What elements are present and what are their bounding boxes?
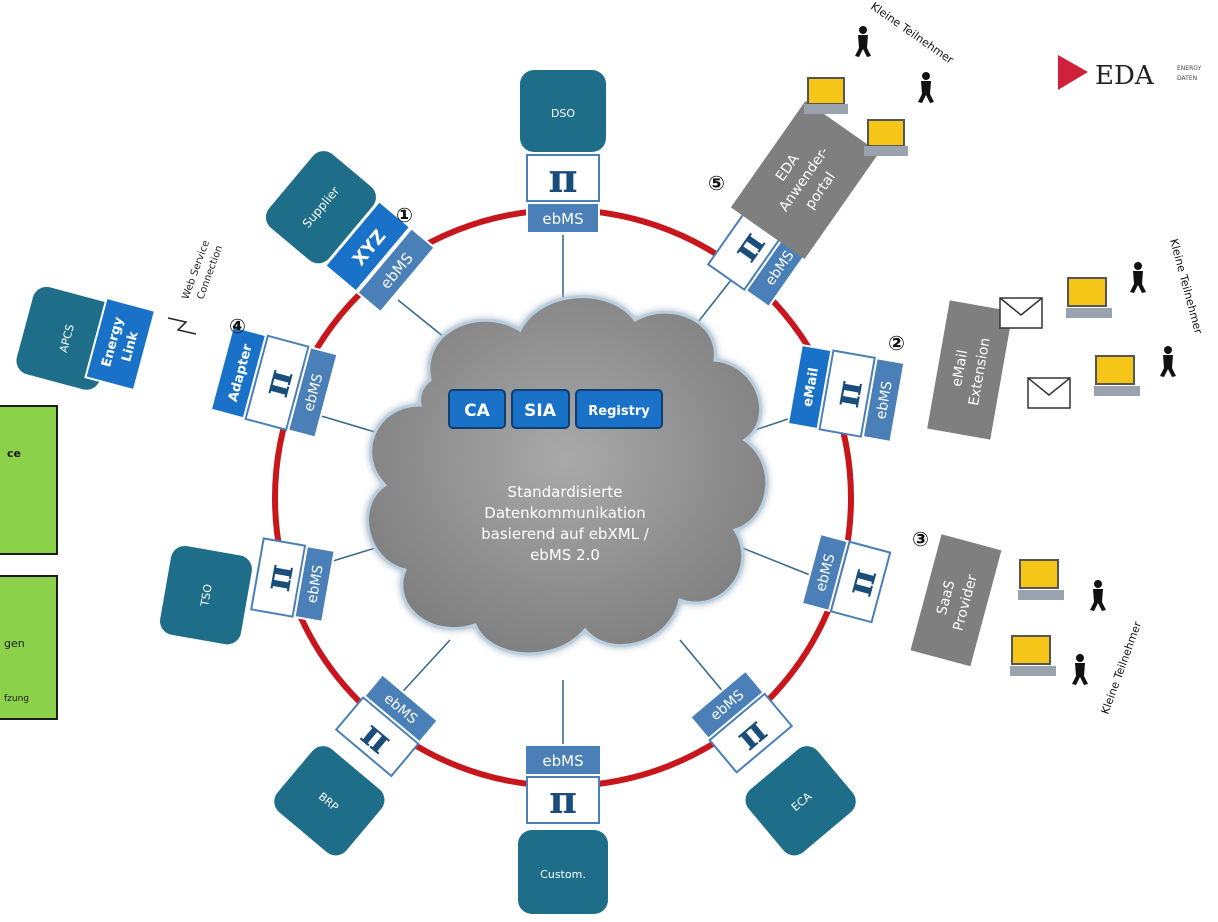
email-extension-box[interactable]: eMail Extension	[927, 300, 1013, 440]
tso-connector: π ebMS	[250, 537, 336, 624]
computer-icon	[1066, 277, 1112, 318]
adapter-box	[209, 325, 268, 420]
cloud-text-line-4: ebMS 2.0	[530, 546, 600, 564]
service-registry-label: Registry	[588, 404, 650, 419]
pi-box	[829, 540, 892, 624]
ebms-label: ebMS	[873, 380, 895, 421]
service-registry[interactable]	[575, 389, 663, 429]
pi-box	[244, 334, 310, 431]
participants-email-label: Kleine Teilnehmer	[1167, 237, 1205, 335]
pi-box	[250, 537, 307, 618]
cloud-services: CA SIA Registry	[448, 389, 663, 429]
envelope-icon	[1027, 377, 1071, 409]
pi-box	[526, 776, 600, 824]
person-icon	[1160, 346, 1176, 377]
tso-label: TSO	[198, 583, 215, 609]
ebms-box	[293, 544, 336, 624]
computer-icon	[864, 119, 908, 156]
node-eca[interactable]: ECA	[740, 740, 862, 861]
participants-saas-label: Kleine Teilnehmer	[1099, 619, 1145, 716]
marker-3: ③	[912, 527, 929, 551]
ebms-box	[286, 345, 339, 439]
email-ext-line-1: eMail	[949, 349, 971, 388]
participants-portal-label: Kleine Teilnehmer	[868, 0, 956, 67]
dso-label: DSO	[551, 107, 575, 120]
ebms-label: ebMS	[542, 752, 583, 770]
marker-5: ⑤	[708, 171, 725, 195]
logo-tagline-2: DATEN	[1177, 75, 1197, 82]
service-sia-label: SIA	[524, 401, 557, 421]
node-customer[interactable]: ebMS π Custom.	[518, 744, 608, 914]
eda-logo: EDA ENERGY DATEN	[1058, 55, 1202, 91]
participants-saas: Kleine Teilnehmer	[1010, 559, 1145, 716]
portal-box[interactable]: EDA Anwender- portal	[730, 100, 880, 260]
brp-connector: π ebMS	[334, 673, 440, 778]
person-icon	[1072, 654, 1088, 685]
adapter-connector[interactable]: Adapter π ebMS	[209, 325, 339, 439]
node-brp[interactable]: BRP	[269, 740, 391, 861]
saas-connector: ebMS π	[800, 532, 892, 624]
service-ca[interactable]	[448, 389, 506, 429]
left-box-2-text-2: fzung	[4, 694, 30, 704]
cloud-text-line-2: Datenkommunikation	[484, 504, 645, 522]
left-box-2-text-1: gen	[4, 637, 25, 650]
marker-4: ④	[229, 314, 246, 338]
cloud-description: Standardisierte Datenkommunikation basie…	[481, 483, 650, 564]
ebms-box	[524, 744, 602, 776]
logo-brand: EDA	[1095, 61, 1155, 91]
pi-box	[526, 154, 600, 202]
ebms-box	[363, 673, 440, 744]
markers: ① ② ③ ④ ⑤	[229, 171, 929, 551]
person-icon	[1130, 262, 1146, 293]
pi-icon: π	[549, 777, 577, 822]
ebms-box	[356, 226, 436, 314]
saas-provider-box[interactable]: SaaS Provider	[910, 534, 1002, 667]
email-box	[786, 343, 833, 431]
ebms-box	[861, 357, 906, 444]
xyz-box	[323, 199, 412, 293]
envelope-icon	[999, 297, 1043, 329]
cloud-text-line-1: Standardisierte	[508, 483, 623, 501]
service-sia[interactable]	[511, 389, 570, 429]
email-connector: ebMS π eMail	[786, 343, 906, 444]
node-tso[interactable]: TSO	[158, 544, 254, 647]
marker-1: ①	[396, 203, 413, 227]
computer-icon	[804, 77, 848, 114]
communication-cloud	[366, 295, 769, 656]
participants-email: Kleine Teilnehmer	[999, 237, 1205, 409]
node-supplier[interactable]: Supplier XYZ ebMS	[260, 145, 438, 316]
ebms-box	[526, 202, 600, 234]
logo-mark	[1058, 55, 1088, 90]
node-dso[interactable]: DSO π ebMS	[520, 70, 606, 234]
person-icon	[855, 26, 871, 57]
left-green-box-1: ce	[0, 405, 58, 555]
pi-box	[334, 696, 420, 778]
pi-box	[708, 692, 794, 774]
pi-box	[818, 349, 876, 438]
left-green-box-2: gen fzung	[0, 575, 58, 720]
service-ca-label: CA	[464, 401, 490, 421]
left-box-1-text: ce	[7, 447, 21, 460]
pi-icon: π	[548, 155, 577, 202]
ebms-box	[688, 669, 765, 741]
customer-label: Custom.	[540, 868, 586, 881]
email-label: eMail	[800, 367, 822, 408]
marker-2: ②	[888, 331, 905, 355]
web-service-connection: Web Service Connection	[167, 239, 225, 335]
person-icon	[918, 72, 934, 103]
computer-icon	[1010, 635, 1056, 676]
computer-icon	[1018, 559, 1064, 600]
energy-link-box[interactable]: Energy Link	[84, 296, 157, 392]
person-icon	[1090, 580, 1106, 611]
ebms-box	[800, 532, 849, 613]
cloud-text-line-3: basierend auf ebXML /	[481, 525, 650, 543]
ebms-label: ebMS	[304, 564, 326, 605]
logo-tagline-1: ENERGY	[1177, 65, 1202, 72]
eca-connector: ebMS π	[688, 669, 794, 774]
computer-icon	[1094, 355, 1140, 396]
ebms-label: ebMS	[542, 210, 583, 228]
